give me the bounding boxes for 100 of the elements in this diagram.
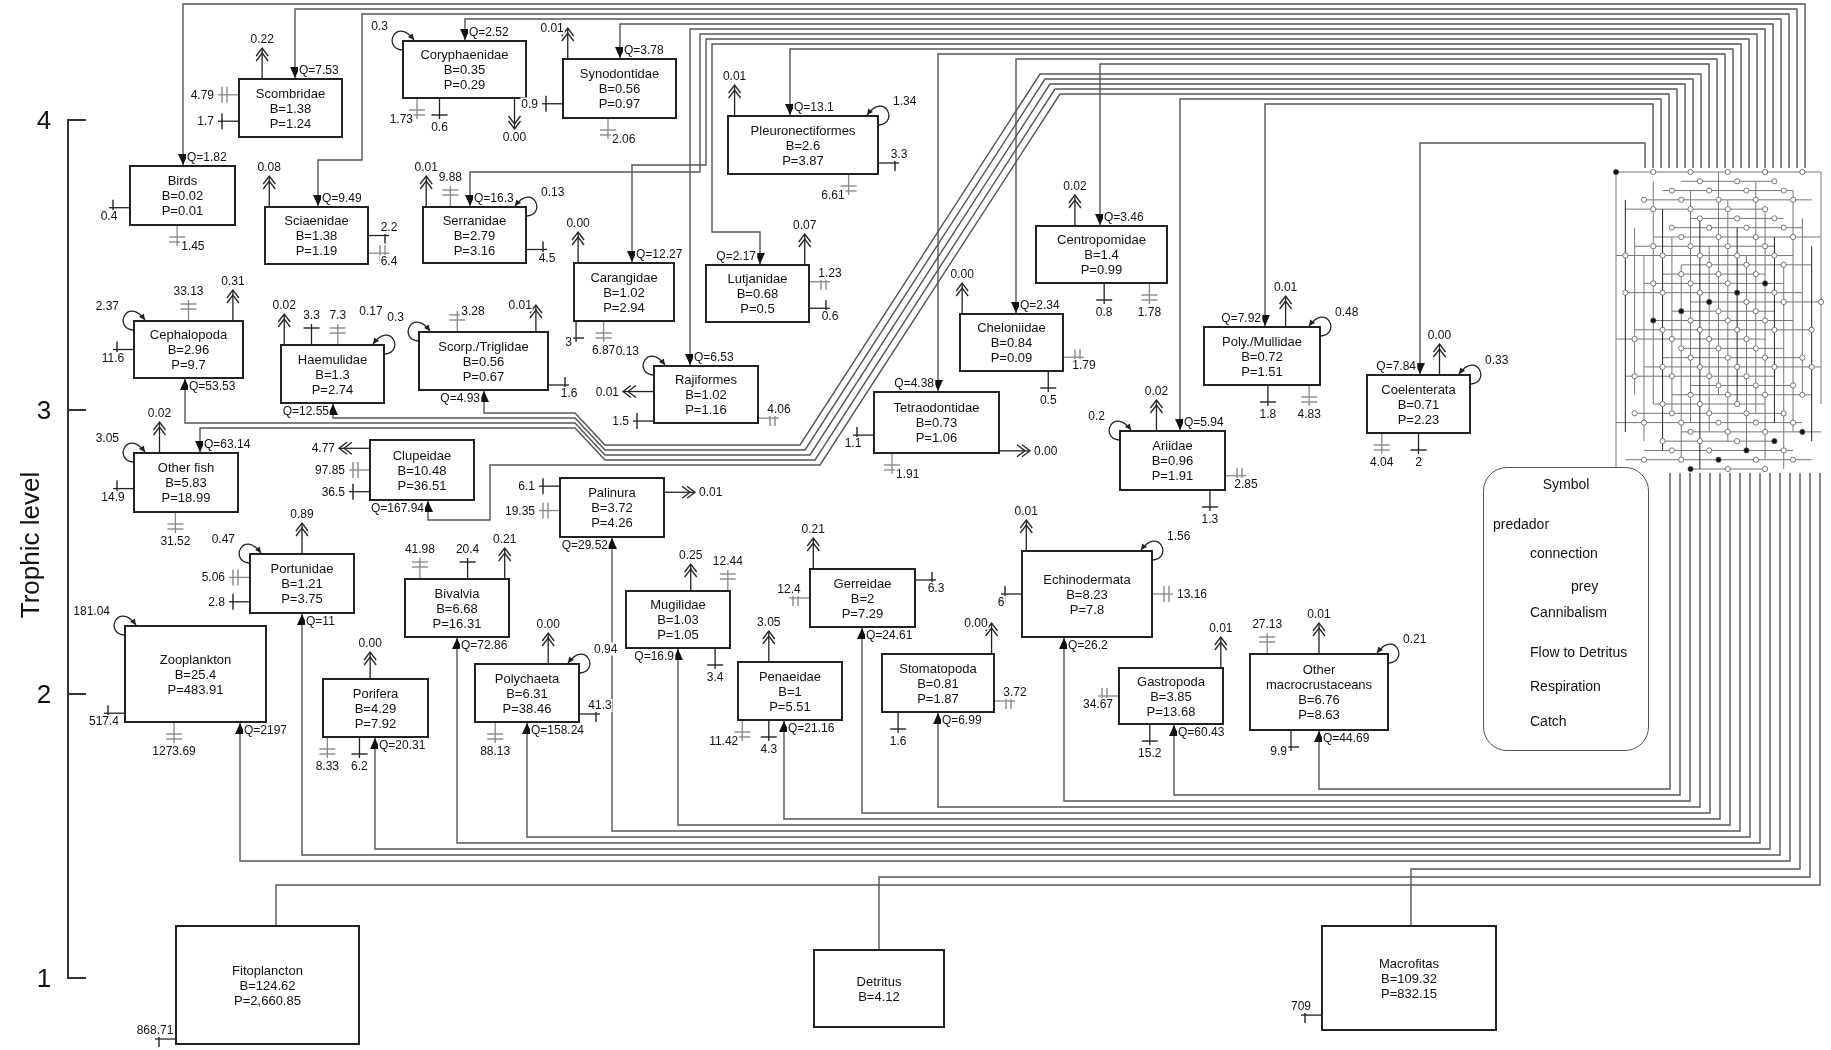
detritus-flow-line [889,712,907,734]
flow-value: 1.91 [895,467,921,481]
compartment-box [133,452,239,513]
cannibalism-loop [1140,540,1164,561]
group-name: Pleuronectiformes [750,122,856,138]
flow-value: 0.01 [413,161,439,174]
stat-value: B=1.21 [281,576,323,591]
detritus-flow-line [350,737,369,759]
flow-value: 3.72 [1002,686,1028,699]
edge-label: Q=26.2 [1067,639,1109,652]
flow-value: 1273.69 [151,745,197,758]
respiration-line [1141,283,1158,305]
compartment-box [809,568,916,628]
flow-value: 1.78 [1136,306,1163,319]
compartment-box [705,264,810,323]
stat-value: P=0.99 [1080,262,1123,277]
connection-matrix-drawing [1612,168,1825,473]
stat-value: P=2,660.85 [234,992,301,1008]
compartment-box [1118,667,1224,725]
respiration-line [180,299,197,321]
cannibalism-value: 0.13 [540,185,566,199]
stat-value: P=1.06 [915,430,958,445]
group-name: Cheloniidae [977,320,1046,335]
stat-value: B=109.32 [1381,970,1437,986]
detritus-flow-line [217,112,239,130]
legend-label: Respiration [1530,678,1601,694]
stat-value: P=1.51 [1241,363,1283,379]
group-name: Serranidae [442,212,507,228]
stat-value: B=1.4 [1084,247,1119,262]
arrow [465,33,1758,207]
flow-value: 0.8 [1094,306,1114,319]
flow-value: 9.88 [437,171,463,184]
cannibalism-loop [238,543,262,564]
flow-value: 0.01 [1013,505,1039,518]
cannibalism-value: 0.47 [210,532,236,546]
stat-value: P=0.97 [598,96,641,111]
compartment-box [559,477,665,538]
stat-value: P=38.46 [502,700,552,716]
arrow [1095,63,1710,226]
stat-value: B=2.79 [453,227,496,243]
group-name: Rajiformes [674,372,738,387]
compartment-box [873,391,1000,454]
stat-value: P=8.63 [1298,707,1340,722]
stat-value: B=0.56 [598,81,641,96]
group-name: Coelenterata [1381,381,1456,397]
axis-tick-label: 4 [36,106,52,134]
stat-value: B=1.38 [269,100,312,116]
edge-label: Q=72.86 [460,639,509,652]
stat-value: P=0.5 [740,301,775,316]
cannibalism-loop [391,30,415,51]
edge-label: Q=6.53 [693,351,735,364]
connector-line [878,472,1811,950]
edge-label: Q=16.3 [473,192,515,205]
flow-value: 1.6 [888,735,908,748]
cannibalism-value: 0.2 [1087,409,1106,423]
compartment-box [264,206,369,265]
edge-label: Q=2.17 [715,250,757,263]
compartment-box [133,320,244,379]
flow-value: 0.08 [256,161,282,174]
respiration-line [734,720,751,742]
edge-label: Q=7.84 [1375,360,1417,373]
legend-title: Symbol [1542,476,1590,492]
group-name: Gerreidae [833,575,892,591]
stat-value: B=1.02 [603,284,645,300]
stat-value: P=1.24 [269,115,312,131]
stat-value: P=2.23 [1397,411,1440,427]
stat-value: P=0.67 [462,368,505,384]
detritus-flow-line [706,648,724,670]
stat-value: B=1.38 [295,228,338,243]
group-name: Bivalvia [434,585,480,601]
flow-value: 1.45 [180,239,206,253]
flow-value: 0.00 [501,131,528,144]
axis-tick-label: 3 [36,396,52,424]
cannibalism-loop [122,442,146,463]
group-name: Zooplankton [159,651,232,667]
flow-value: 4.06 [766,403,792,417]
arrow [313,13,1790,207]
group-name: Tetraodontidae [893,400,980,415]
edge-label: Q=3.78 [623,44,665,57]
edge-label: Q=29.52 [560,539,609,552]
stat-value: P=5.51 [769,698,811,714]
flow-value: 6 [996,596,1006,609]
flow-value: 3.05 [756,616,782,629]
group-name: Birds [167,173,198,188]
stat-value: B=0.71 [1397,396,1440,412]
stat-value: B=5.83 [165,475,207,490]
legend-label: Flow to Detritus [1530,644,1628,660]
compartment-box [727,115,879,175]
cannibalism-value: 0.3 [370,19,389,33]
flow-value: 33.13 [172,285,205,298]
flow-value: 0.02 [1143,385,1170,398]
cannibalism-value: 2.37 [94,299,120,313]
flow-value: 3.3 [302,309,321,322]
flow-value: 0.01 [1272,281,1299,294]
respiration-line [167,512,184,534]
flow-value: 11.42 [708,734,740,748]
legend-label: connection [1530,545,1598,561]
group-name: Scombridae [255,85,326,101]
arrow [933,53,1726,392]
group-name: Ariidae [1152,438,1193,453]
